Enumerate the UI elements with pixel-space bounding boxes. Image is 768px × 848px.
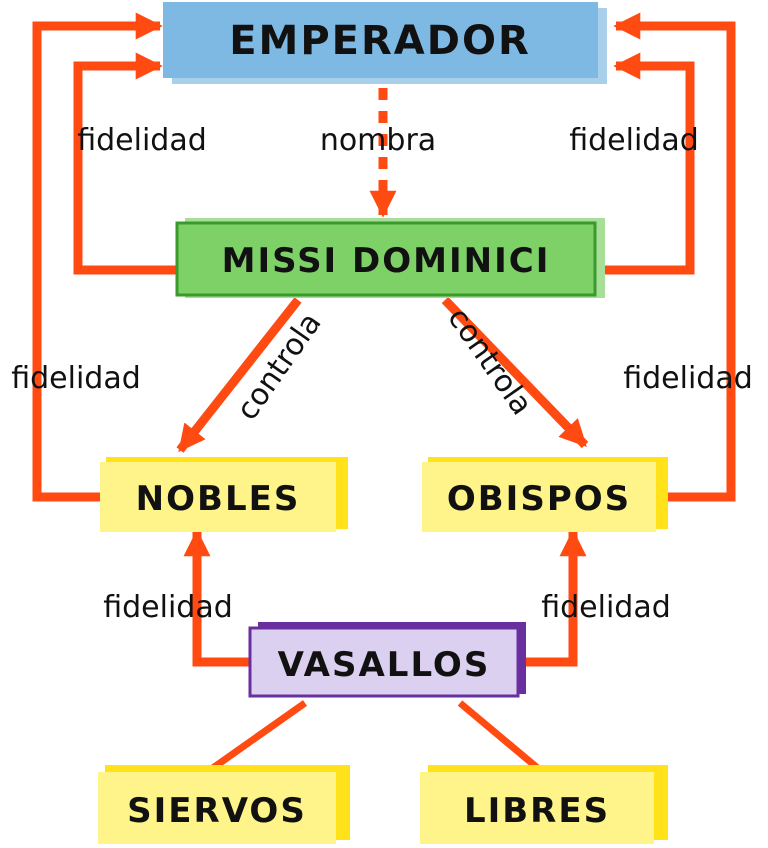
nobles-box: NOBLES — [100, 457, 348, 532]
nobles-label: NOBLES — [136, 479, 301, 519]
fidelidad-nobles-arrow — [32, 12, 163, 502]
libres-box: LIBRES — [420, 765, 668, 844]
nombra-label: nombra — [320, 123, 436, 158]
controla-right-arrow — [441, 296, 589, 449]
fidelidad-vasallos-right-label: fidelidad — [541, 590, 671, 625]
emperador-box: EMPERADOR — [163, 2, 607, 84]
fidelidad-nobles-label: fidelidad — [11, 361, 141, 396]
vasallos-label: VASALLOS — [278, 645, 491, 685]
siervos-box: SIERVOS — [98, 765, 350, 844]
missi-dominici-label: MISSI DOMINICI — [222, 241, 551, 281]
fidelidad-missi-right-arrow — [595, 52, 695, 275]
fidelidad-missi-left-arrow — [73, 52, 177, 275]
fidelidad-vasallos-right-arrow — [520, 529, 587, 667]
obispos-box: OBISPOS — [422, 457, 668, 532]
siervos-label: SIERVOS — [127, 791, 307, 831]
vasallos-siervos-line — [207, 700, 308, 773]
controla-right-label: controla — [440, 301, 539, 421]
emperador-label: EMPERADOR — [229, 18, 531, 64]
controla-left-arrow — [176, 297, 302, 453]
obispos-label: OBISPOS — [447, 479, 631, 519]
connectors — [32, 12, 736, 773]
vasallos-libres-line — [457, 700, 543, 773]
missi-dominici-box: MISSI DOMINICI — [175, 218, 605, 298]
fidelidad-obispos-label: fidelidad — [623, 361, 753, 396]
fidelidad-vasallos-left-label: fidelidad — [103, 590, 233, 625]
fidelidad-missi-left-label: fidelidad — [77, 123, 207, 158]
fidelidad-obispos-arrow — [613, 12, 736, 502]
vasallos-box: VASALLOS — [248, 622, 526, 698]
libres-label: LIBRES — [464, 791, 610, 831]
fidelidad-missi-right-label: fidelidad — [569, 123, 699, 158]
fidelidad-vasallos-left-arrow — [183, 529, 250, 667]
